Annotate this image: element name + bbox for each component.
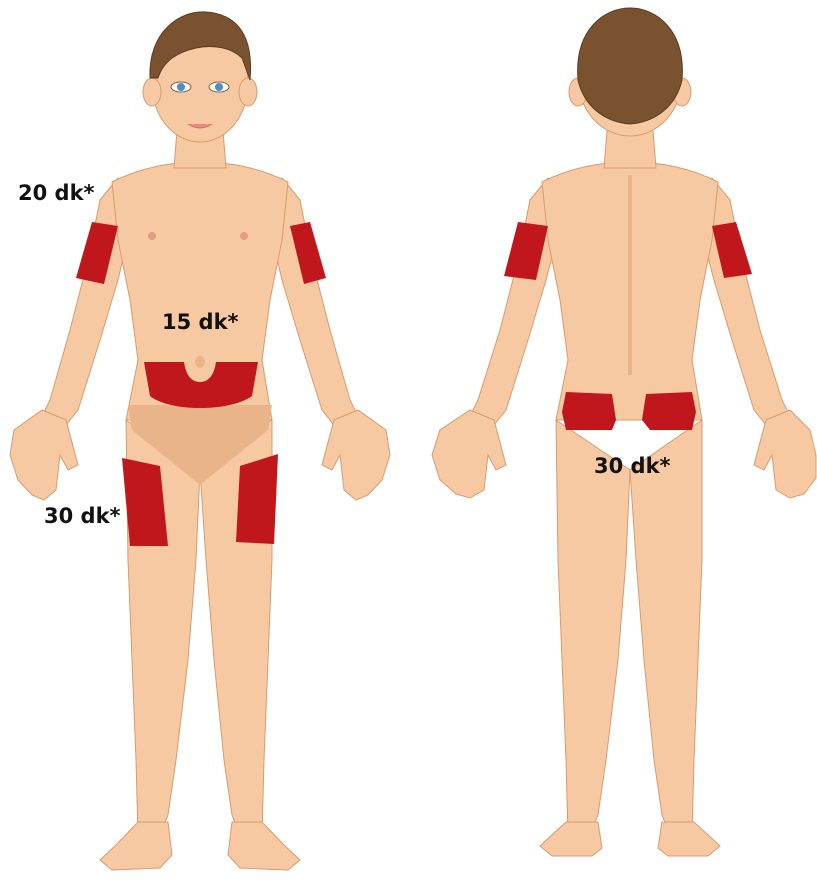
front-right-thigh-zone bbox=[236, 454, 278, 544]
back-left-foot bbox=[540, 822, 602, 856]
front-figure bbox=[10, 12, 390, 870]
back-left-leg bbox=[556, 420, 630, 835]
abdomen-time-label: 15 dk* bbox=[162, 312, 239, 333]
back-right-hand bbox=[754, 410, 816, 498]
front-torso bbox=[112, 162, 288, 420]
back-left-hand bbox=[432, 410, 506, 498]
back-figure bbox=[432, 8, 816, 856]
front-left-ear bbox=[143, 78, 161, 106]
back-right-foot bbox=[658, 822, 720, 856]
thigh-time-label: 30 dk* bbox=[44, 506, 121, 527]
back-left-buttock-zone bbox=[562, 392, 616, 430]
front-left-iris-icon bbox=[177, 83, 185, 91]
back-right-leg bbox=[630, 420, 702, 835]
front-right-nipple bbox=[240, 232, 248, 240]
back-right-buttock-zone bbox=[642, 392, 696, 430]
buttock-time-label: 30 dk* bbox=[594, 456, 671, 477]
front-left-foot bbox=[100, 822, 172, 870]
back-hair bbox=[578, 8, 683, 124]
front-right-ear bbox=[239, 78, 257, 106]
front-right-iris-icon bbox=[215, 83, 223, 91]
front-left-nipple bbox=[148, 232, 156, 240]
front-navel bbox=[195, 356, 205, 368]
upper-arm-time-label: 20 dk* bbox=[18, 183, 95, 204]
front-right-foot bbox=[228, 822, 300, 870]
